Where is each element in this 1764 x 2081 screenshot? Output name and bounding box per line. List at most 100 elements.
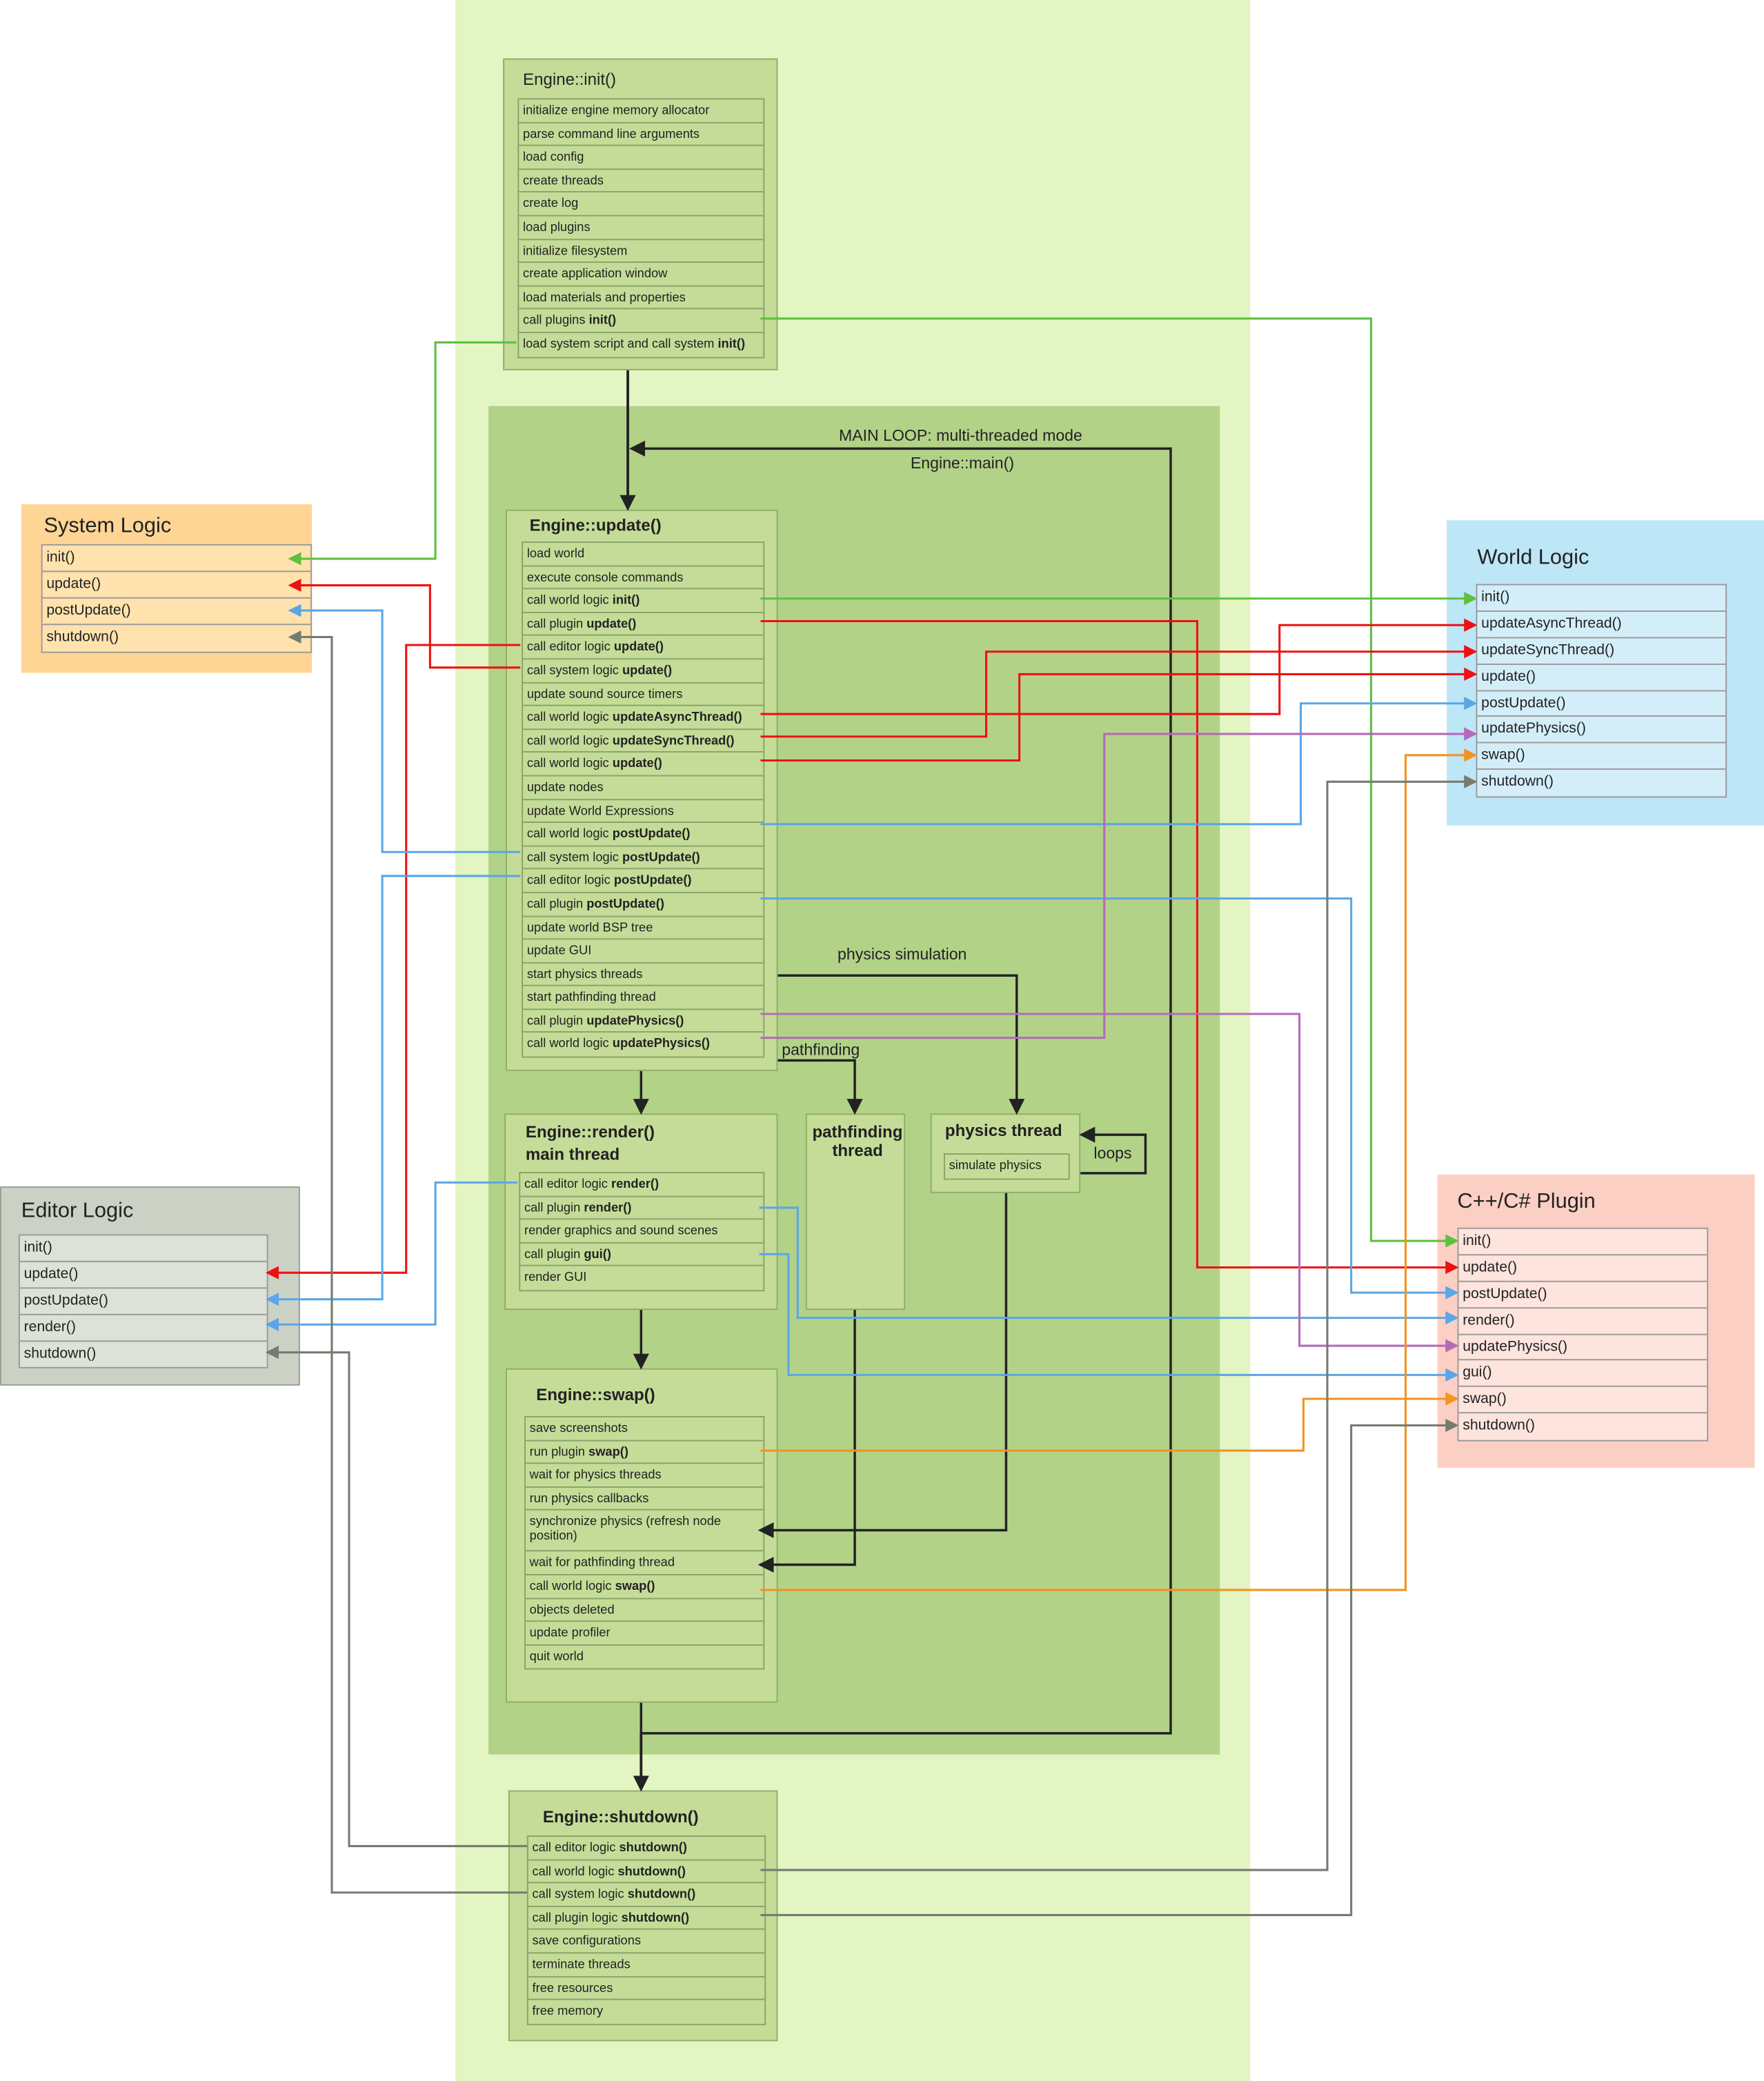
system-logic-title: System Logic xyxy=(43,515,172,538)
flow-pathfinding-wait xyxy=(757,1310,856,1573)
flow-row: run plugin swap() xyxy=(525,1441,764,1464)
flow-row-text: quit world xyxy=(529,1649,584,1664)
flow-row-text: load world xyxy=(526,546,585,561)
engine-swap-title: Engine::swap() xyxy=(536,1385,655,1404)
flow-row-text: call plugin xyxy=(524,1247,584,1262)
system-logic-item: update() xyxy=(42,572,311,599)
plugin-item: update() xyxy=(1458,1255,1707,1282)
flow-row-text: call editor logic xyxy=(526,873,614,888)
wire-plugin-render xyxy=(759,1206,1459,1325)
flow-row: load plugins xyxy=(519,217,764,240)
flow-row: update sound source timers xyxy=(523,683,764,706)
flow-row-call: shutdown() xyxy=(627,1887,696,1902)
wire-world-update-async xyxy=(760,618,1478,715)
flow-row-text: call plugins xyxy=(523,313,589,328)
flow-row: call plugin logic shutdown() xyxy=(528,1907,765,1931)
system-logic-item: shutdown() xyxy=(46,628,119,645)
flow-row: quit world xyxy=(526,1645,763,1669)
flow-row-text: call world logic xyxy=(526,733,613,748)
flow-row-text: render graphics and sound scenes xyxy=(524,1224,718,1239)
flow-row-call: shutdown() xyxy=(617,1864,686,1879)
engine-shutdown-title: Engine::shutdown() xyxy=(542,1807,699,1826)
flow-row: call world logic postUpdate() xyxy=(523,823,764,847)
wire-plugin-gui xyxy=(759,1253,1459,1382)
flow-row-text: initialize engine memory allocator xyxy=(523,103,710,119)
flow-row-call: update() xyxy=(612,757,662,772)
flow-physics-wait xyxy=(757,1193,1008,1539)
flow-row-text: call editor logic xyxy=(524,1177,611,1192)
flow-row: start physics threads xyxy=(523,963,764,987)
flow-row: update World Expressions xyxy=(523,799,764,824)
flow-row-text: free memory xyxy=(532,2004,604,2019)
flow-row: call plugins init() xyxy=(519,310,764,333)
flow-row-text: call world logic xyxy=(526,1037,613,1052)
flow-row-call: render() xyxy=(611,1177,660,1192)
flow-row: load world xyxy=(523,543,764,566)
flow-row-text: update profiler xyxy=(529,1626,611,1641)
flow-row-text: update world BSP tree xyxy=(526,920,653,935)
plugin-panel: C++/C# Plugin init()update()postUpdate()… xyxy=(1437,1174,1755,1468)
wire-system-init xyxy=(288,341,517,566)
flow-row: call system logic postUpdate() xyxy=(523,846,764,870)
flow-row-call: update() xyxy=(613,640,664,655)
flow-row-text: call plugin xyxy=(524,1200,584,1215)
flow-row-text: synchronize physics (refresh node positi… xyxy=(529,1515,722,1544)
flow-row: save configurations xyxy=(528,1930,765,1954)
flow-row: call plugin render() xyxy=(520,1197,764,1220)
wire-system-update xyxy=(288,578,521,669)
wire-world-updatephysics xyxy=(760,727,1478,1039)
wire-world-postupdate xyxy=(760,697,1478,826)
flow-row-call: swap() xyxy=(588,1444,628,1460)
flow-row: call world logic init() xyxy=(523,590,764,613)
system-logic-panel: System Logic init()update()postUpdate()s… xyxy=(21,504,313,673)
flow-row-text: load config xyxy=(523,150,584,165)
flow-row: update world BSP tree xyxy=(523,917,764,940)
flow-pathfinding xyxy=(777,1059,863,1115)
flow-row-text: objects deleted xyxy=(529,1602,615,1617)
editor-logic-item: render() xyxy=(19,1315,267,1342)
wire-system-shutdown xyxy=(288,630,527,1894)
flow-row: update GUI xyxy=(523,939,764,964)
flow-row: start pathfinding thread xyxy=(523,986,764,1010)
flow-row-text: call system logic xyxy=(532,1887,628,1902)
flow-row: objects deleted xyxy=(525,1599,764,1622)
flow-row-text: run physics callbacks xyxy=(529,1491,649,1506)
flow-row-text: update nodes xyxy=(526,780,604,795)
flow-row-text: run plugin xyxy=(529,1444,589,1460)
flow-row: call plugin updatePhysics() xyxy=(523,1010,764,1033)
flow-row: free memory xyxy=(528,2000,764,2024)
flow-row: update profiler xyxy=(525,1622,764,1646)
world-logic-item: postUpdate() xyxy=(1477,691,1726,717)
flow-row-text: call world logic xyxy=(526,757,613,772)
flow-row: render graphics and sound scenes xyxy=(520,1220,764,1244)
flow-row-text: create threads xyxy=(523,173,604,188)
flow-row: wait for physics threads xyxy=(525,1464,764,1488)
flow-row: render GUI xyxy=(520,1266,763,1290)
world-logic-panel: World Logic init()updateAsyncThread()upd… xyxy=(1447,520,1764,826)
flow-row-call: updatePhysics() xyxy=(586,1013,684,1028)
flow-row-text: call plugin logic xyxy=(532,1911,622,1926)
flow-row: wait for pathfinding thread xyxy=(525,1552,764,1575)
flow-row: load materials and properties xyxy=(519,286,764,310)
flow-row-call: update() xyxy=(622,663,673,679)
flow-row-text: call world logic xyxy=(532,1864,618,1879)
flow-row: call editor logic render() xyxy=(520,1173,764,1197)
flow-row-call: shutdown() xyxy=(621,1911,690,1926)
pathfinding-thread-title-line1: pathfinding xyxy=(812,1122,903,1142)
wire-world-shutdown xyxy=(760,775,1478,1871)
world-logic-item: updatePhysics() xyxy=(1477,717,1726,744)
plugin-item: swap() xyxy=(1458,1387,1707,1414)
main-loop-subtitle: Engine::main() xyxy=(910,454,1015,472)
flow-row-text: wait for physics threads xyxy=(529,1468,662,1483)
flow-row: save screenshots xyxy=(525,1417,764,1441)
wire-plugin-init xyxy=(760,317,1459,1248)
flow-row-call: postUpdate() xyxy=(586,897,664,912)
flow-row: initialize filesystem xyxy=(519,239,764,263)
editor-logic-item: shutdown() xyxy=(23,1345,97,1362)
flow-row-text: render GUI xyxy=(524,1271,587,1286)
flow-row: run physics callbacks xyxy=(525,1487,764,1511)
plugin-item: render() xyxy=(1458,1308,1707,1335)
flow-row-call: init() xyxy=(717,337,746,352)
